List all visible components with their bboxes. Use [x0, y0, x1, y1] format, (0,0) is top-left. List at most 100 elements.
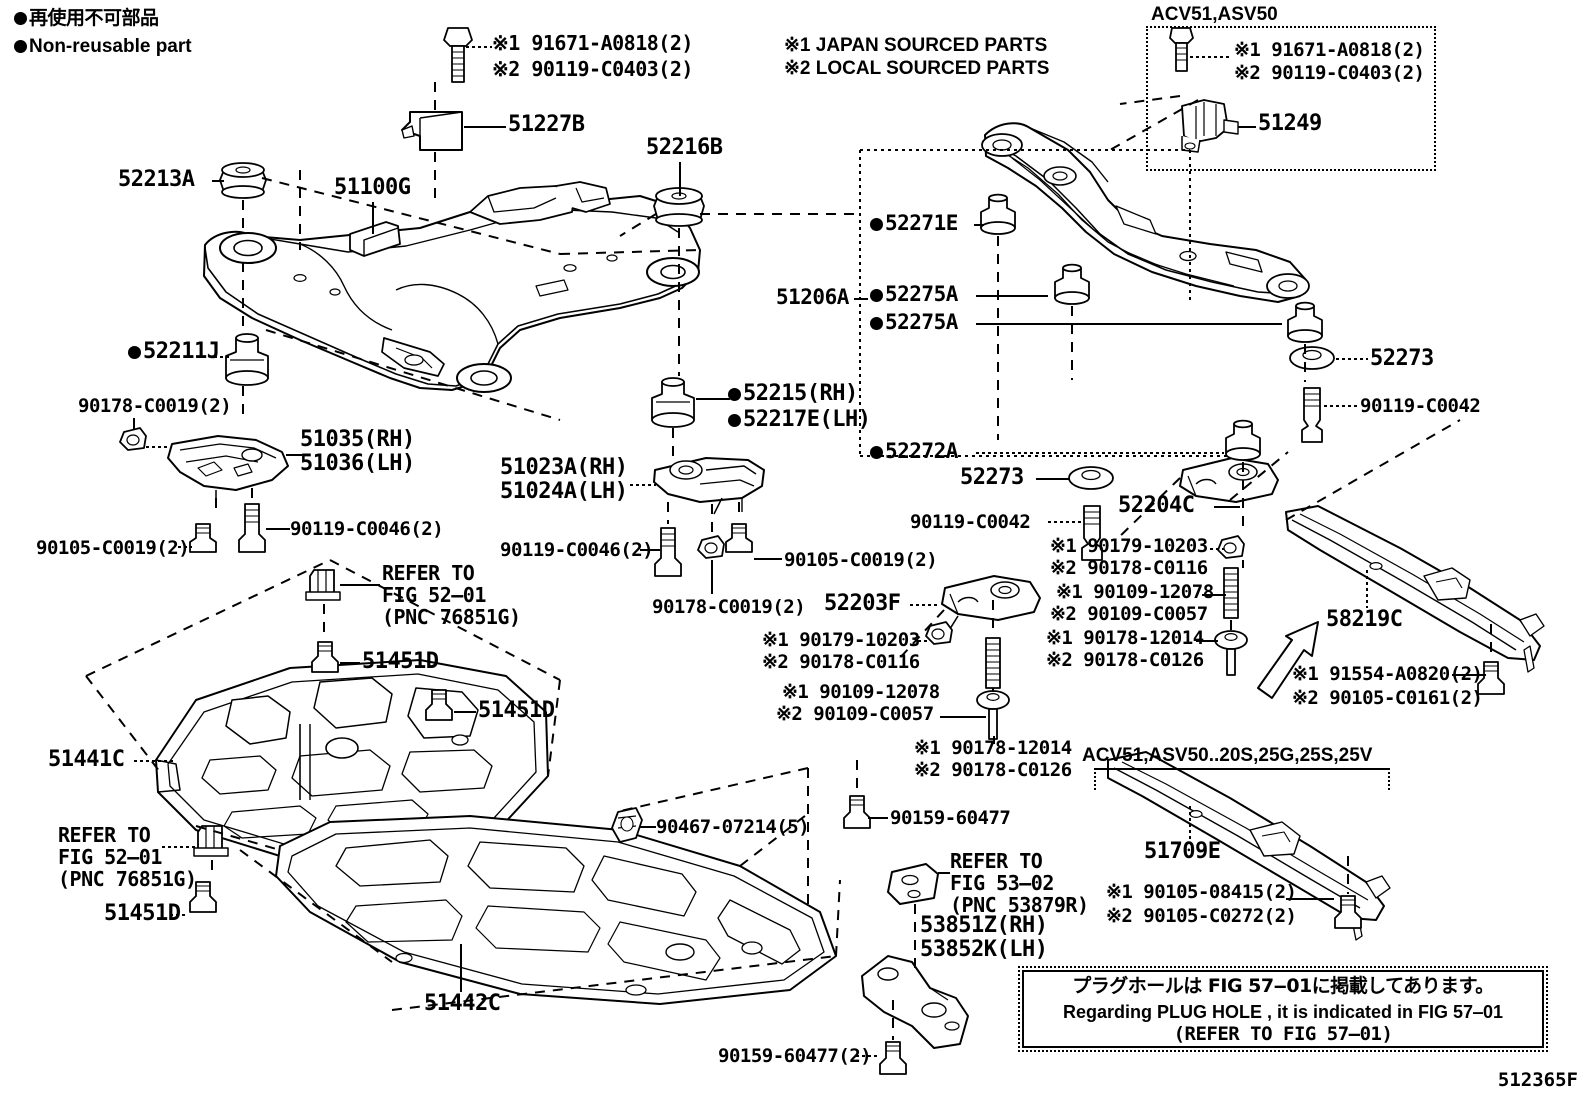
label-58219C-grp2: ※2 90105-C0161(2)	[1292, 687, 1483, 709]
label-52203F-grp4: ※2 90109-C0057	[776, 703, 934, 725]
leader-52203F-washer	[993, 736, 995, 744]
label-53851Z-RH: 53851Z(RH)	[920, 913, 1048, 938]
label-52203F: 52203F	[824, 591, 901, 616]
label-52203F-grp3: ※1 90109-12078	[782, 681, 940, 703]
leader-52211J	[214, 356, 230, 358]
inset-acv51-header: ACV51,ASV50	[1151, 4, 1278, 25]
label-52204C: 52204C	[1118, 493, 1195, 518]
leader-52271E	[974, 224, 984, 226]
legend-en-text: Non-reusable part	[29, 36, 192, 57]
leader-58219C	[1366, 570, 1368, 608]
label-refer-52-01-bot-b: FIG 52‒01	[58, 845, 162, 869]
label-52213A: 52213A	[118, 167, 195, 192]
label-refer-52-01-top-a: REFER TO	[382, 561, 475, 585]
leader-51709E-bolt	[1286, 898, 1334, 900]
label-51451D-a: 51451D	[362, 649, 439, 674]
leader-51451D-a	[340, 662, 360, 664]
leader-51451D-b	[454, 711, 476, 713]
sheet-id: 512365F	[1497, 1069, 1578, 1091]
leader-90178-clip	[146, 446, 170, 448]
label-52211J: 52211J	[128, 339, 220, 365]
leader-52204C	[1214, 506, 1240, 508]
label-52275A-a-text: 52275A	[885, 282, 958, 306]
leader-51227B	[464, 126, 506, 128]
label-52204C-grp2: ※2 90178-C0116	[1050, 557, 1208, 579]
label-58219C: 58219C	[1326, 607, 1403, 632]
label-52275A-b: 52275A	[870, 310, 958, 335]
label-refer-52-01-bot-a: REFER TO	[58, 823, 151, 847]
leader-inset-bolt	[1190, 56, 1232, 58]
leader-52275A-b	[976, 323, 1282, 325]
leader-90178-center	[711, 560, 713, 594]
label-52211J-text: 52211J	[143, 339, 220, 364]
label-90178-C0019-left: 90178-C0019(2)	[78, 395, 232, 417]
label-51024A-LH: 51024A(LH)	[500, 479, 628, 504]
non-reusable-bullet-icon-6	[870, 218, 883, 231]
source-note-local: ※2 LOCAL SOURCED PARTS	[784, 58, 1050, 79]
non-reusable-bullet-icon-4	[728, 388, 741, 401]
label-90105-C0019-center: 90105-C0019(2)	[784, 549, 938, 571]
leader-51709E	[1189, 806, 1191, 840]
leader-52272A	[976, 452, 1224, 454]
label-90159-60477-two: 90159-60477(2)	[718, 1045, 872, 1067]
non-reusable-bullet-icon-2	[14, 40, 27, 53]
label-52204C-grp3: ※1 90109-12078	[1056, 581, 1214, 603]
label-51709E-grp2: ※2 90105-C0272(2)	[1106, 905, 1297, 927]
inset-label-51249: 51249	[1258, 111, 1322, 136]
leader-52203F-stud	[940, 716, 986, 718]
leader-52204C-washer	[1196, 640, 1218, 642]
label-51100G: 51100G	[334, 175, 411, 200]
label-52217E-LH: 52217E(LH)	[728, 407, 871, 433]
leader-90119-left	[266, 528, 290, 530]
leader-90119-C0042-right	[1324, 405, 1358, 407]
label-51206A: 51206A	[776, 285, 849, 309]
label-90178-C0019-center: 90178-C0019(2)	[652, 596, 806, 618]
label-90119-C0042-center: 90119-C0042	[910, 511, 1031, 533]
leader-52275A-a	[976, 295, 1048, 297]
leader-58219C-bolt	[1452, 674, 1486, 676]
label-52275A-b-text: 52275A	[885, 310, 958, 334]
leader-51451D-c	[170, 914, 188, 916]
label-51709E-grp1: ※1 90105-08415(2)	[1106, 881, 1297, 903]
label-52273-right: 52273	[1370, 346, 1434, 371]
inset-bolt-note-2: ※2 90119-C0403(2)	[1234, 62, 1425, 84]
leader-90178-left	[133, 418, 135, 430]
label-51036-LH: 51036(LH)	[300, 451, 415, 476]
label-52215-RH-text: 52215(RH)	[743, 381, 858, 406]
non-reusable-bullet-icon-7	[870, 289, 883, 302]
leader-refer-52-01-bot	[162, 846, 196, 848]
label-refer-53-02-a: REFER TO	[950, 849, 1043, 873]
label-refer-53-02-b: FIG 53‒02	[950, 871, 1054, 895]
label-90119-C0046-left: 90119-C0046(2)	[290, 518, 444, 540]
leader-51442C	[460, 944, 462, 992]
leader-52216B	[679, 162, 681, 196]
label-58219C-grp1: ※1 91554-A0820(2)	[1292, 663, 1483, 685]
non-reusable-bullet-icon-9	[870, 446, 883, 459]
inset-acv51-box	[1146, 26, 1436, 171]
label-51451D-c: 51451D	[104, 901, 181, 926]
label-51441C: 51441C	[48, 747, 125, 772]
label-90467-07214: 90467-07214(5)	[656, 816, 810, 838]
leader-52203F-nut	[918, 640, 930, 642]
leader-refer-53-02	[938, 872, 950, 874]
label-refer-52-01-bot-c: (PNC 76851G)	[58, 867, 197, 891]
label-52275A-a: 52275A	[870, 282, 958, 307]
leader-90105-center	[754, 558, 782, 560]
inset-bolt-note-1: ※1 91671-A0818(2)	[1234, 39, 1425, 61]
leader-90105-left	[178, 546, 192, 548]
label-51035-RH: 51035(RH)	[300, 427, 415, 452]
label-51451D-b: 51451D	[478, 698, 555, 723]
non-reusable-bullet-icon-8	[870, 317, 883, 330]
non-reusable-bullet-icon	[14, 12, 27, 25]
label-51023A-RH: 51023A(RH)	[500, 455, 628, 480]
legend-en: Non-reusable part	[14, 36, 192, 57]
plug-hole-note-ref: (REFER TO FIG 57‒01)	[1173, 1023, 1393, 1045]
leader-51249	[1238, 126, 1256, 128]
label-52203F-grp1: ※1 90179-10203	[762, 629, 920, 651]
label-bolt-top-1: ※1 91671-A0818(2)	[492, 31, 693, 55]
label-52273-center: 52273	[960, 465, 1024, 490]
label-52204C-grp1: ※1 90179-10203	[1050, 535, 1208, 557]
leader-bolt-top	[466, 46, 492, 48]
